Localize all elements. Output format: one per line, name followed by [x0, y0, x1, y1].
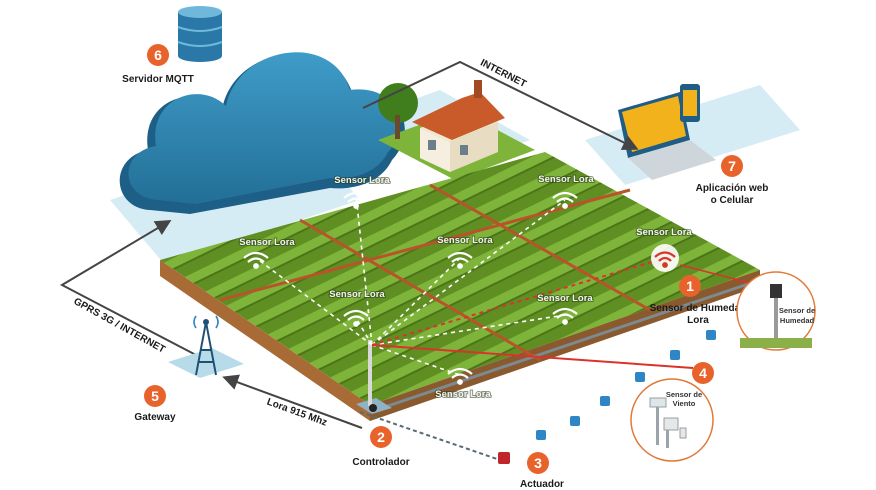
sensor-lora-6: Sensor Lora — [536, 292, 594, 325]
wifi-icon — [654, 251, 676, 268]
humidity-sensor-label-line2: Lora — [687, 315, 709, 326]
humidity-probe-label-line2: Humedad — [780, 316, 815, 325]
sensor-lora-4: Sensor Lora — [436, 234, 494, 269]
wifi-icon — [243, 251, 269, 269]
humidity-probe-callout: Sensor de Humedad — [736, 271, 816, 351]
wind-sensor-label-line1: Sensor de — [666, 390, 702, 399]
app-label-line1: Aplicación web — [696, 183, 769, 194]
wifi-icon — [552, 307, 578, 325]
sensor-lora-3: Sensor Lora — [238, 236, 296, 269]
house-icon — [378, 80, 535, 180]
sensor-lora-label: Sensor Lora — [437, 235, 493, 246]
sensor-lora-label: Sensor Lora — [636, 227, 692, 238]
database-icon — [177, 6, 223, 62]
badge-7-number: 7 — [728, 158, 736, 174]
sensor-lora-label: Sensor Lora — [329, 289, 385, 300]
humidity-sensor-label-line1: Sensor de Humedad — [650, 303, 747, 314]
sensor-lora-label: Sensor Lora — [435, 389, 491, 400]
humidity-probe-label-line1: Sensor de — [779, 306, 815, 315]
gateway-tower-icon — [168, 315, 244, 378]
badge-3-number: 3 — [534, 455, 542, 471]
sensor-lora-8: Sensor Lora — [635, 226, 693, 272]
internet-link — [362, 60, 639, 150]
humidity-links — [371, 257, 694, 369]
wifi-icon — [447, 251, 473, 269]
badge-1-number: 1 — [686, 278, 694, 294]
badge-4-number: 4 — [699, 365, 707, 381]
sensor-lora-5: Sensor Lora — [328, 288, 386, 327]
badge-2-number: 2 — [377, 429, 385, 445]
actuator-label: Actuador — [520, 479, 564, 490]
wifi-icon — [343, 191, 369, 209]
sensor-lora-label: Sensor Lora — [239, 237, 295, 248]
badge-5: 5 — [144, 385, 166, 407]
badge-6: 6 — [147, 44, 169, 66]
gprs-label: GPRS 3G / INTERNET — [72, 296, 167, 355]
wind-sensor-callout: Sensor de Viento — [630, 378, 714, 462]
lora-link — [222, 374, 363, 429]
wifi-icon — [343, 309, 369, 327]
valves — [536, 330, 716, 440]
badge-7: 7 — [721, 155, 743, 177]
actuator-valve-icon — [498, 452, 510, 464]
badge-4: 4 — [692, 362, 714, 384]
sensor-lora-label: Sensor Lora — [537, 293, 593, 304]
controller-icon — [356, 340, 392, 414]
wind-sensor-label-line2: Viento — [673, 399, 696, 408]
badge-2: 2 — [370, 426, 392, 448]
sensor-lora-label: Sensor Lora — [538, 174, 594, 185]
app-label-line2: o Celular — [711, 195, 754, 206]
gateway-label: Gateway — [134, 412, 176, 423]
wifi-icon — [552, 191, 578, 209]
cloud-icon — [119, 52, 405, 214]
badge-1: 1 — [679, 275, 701, 297]
sensor-lora-label: Sensor Lora — [334, 175, 390, 186]
irrigation-pipe — [359, 278, 761, 461]
wifi-icon — [447, 367, 473, 385]
sensor-lora-2: Sensor Lora — [537, 173, 595, 209]
gprs-link — [59, 219, 197, 356]
badge-6-number: 6 — [154, 47, 162, 63]
controller-label: Controlador — [352, 457, 409, 468]
badge-5-number: 5 — [151, 388, 159, 404]
sensor-lora-7: Sensor Lora — [434, 367, 492, 401]
server-label: Servidor MQTT — [122, 74, 194, 85]
sensor-lora-1: Sensor Lora — [333, 174, 391, 209]
phone-icon — [680, 84, 700, 122]
badge-3: 3 — [527, 452, 549, 474]
lora-links — [255, 194, 566, 376]
